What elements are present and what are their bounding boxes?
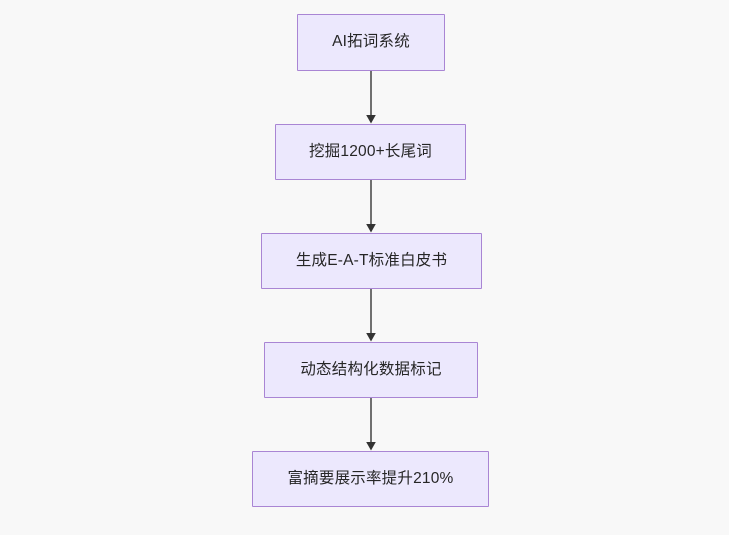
edge-n2-n3 — [361, 180, 381, 233]
flow-node-dynamic-structured-data-markup[interactable]: 动态结构化数据标记 — [264, 342, 478, 398]
flow-node-generate-eat-whitepaper[interactable]: 生成E-A-T标准白皮书 — [261, 233, 482, 289]
flow-node-ai-keyword-system[interactable]: AI拓词系统 — [297, 14, 445, 71]
edge-n3-n4 — [361, 289, 381, 342]
edge-n1-n2 — [361, 71, 381, 124]
edge-n4-n5 — [361, 398, 381, 451]
flow-node-rich-snippet-impression-uplift[interactable]: 富摘要展示率提升210% — [252, 451, 489, 507]
flow-node-mine-longtail-keywords[interactable]: 挖掘1200+长尾词 — [275, 124, 466, 180]
